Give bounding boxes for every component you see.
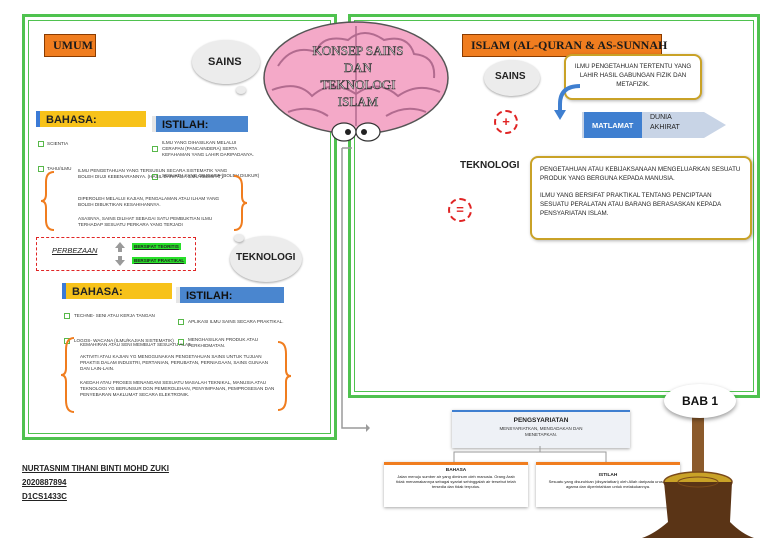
sains-desc-1: ILMU PENGETAHUAN YANG TERSUSUN SECARA SI… <box>78 168 228 179</box>
teknologi-istilah-item-2: MENGHASILKAN PRODUK ATAU PERKHIDMATAN. <box>188 337 259 348</box>
islam-sains-cloud <box>484 60 540 96</box>
plus-icon: + <box>494 110 518 134</box>
pensyariatan-links <box>453 446 607 462</box>
page-title: KONSEP SAINS DAN TEKNOLOGI ISLAM <box>312 43 404 110</box>
matlamat-text: DUNIA AKHIRAT <box>650 114 680 131</box>
brain-icon <box>263 21 449 142</box>
islam-panel-inner <box>354 20 754 392</box>
sains-cloud <box>192 40 260 84</box>
teknologi-bahasa-check-1 <box>64 313 70 319</box>
bab-label: BAB 1 <box>681 394 718 408</box>
teknologi-desc-1: KEMAHIRAN ATAU SENI MEMBUAT SESUATU ALAT… <box>80 342 192 347</box>
umum-header: UMUM <box>44 34 96 57</box>
sains-istilah-text-2: SESUATU YANG OBJEKTIF (BOLEH DIUKUR) <box>162 173 260 178</box>
pensyariatan-subtitle: MENSYARIATKAN, MENGADAKAN DAN MENETAPKAN… <box>499 426 583 437</box>
teknologi-cloud <box>230 236 302 282</box>
pensyariatan-bahasa-box: BAHASA Jalan menuju sumber air yang dimi… <box>384 462 528 507</box>
equals-text: = <box>456 202 464 217</box>
islam-teknologi-text-1: PENGETAHUAN ATAU KEBIJAKSANAAN MENGELUAR… <box>540 166 741 182</box>
curved-arrow-icon <box>554 84 581 120</box>
connector-lines <box>341 147 370 432</box>
teknologi-brace-left <box>60 337 75 413</box>
islam-header: ISLAM (AL-QURAN & AS-SUNNAH <box>462 34 667 57</box>
sains-desc-2: DIPEROLEH MELALUI KAJIAN, PENGALAMAN ATA… <box>78 196 220 207</box>
bab-sign: BAB 1 <box>664 384 736 418</box>
umum-panel-inner <box>28 20 331 434</box>
teknologi-istilah-label: ISTILAH: <box>176 287 284 303</box>
sains-istilah-label: ISTILAH: <box>152 116 248 132</box>
pensyariatan-bahasa-text: Jalan menuju sumber air yang diminum ole… <box>396 474 516 489</box>
teknologi-desc-3: KAEDAH ATAU PROSES MENANGANI SESUATU MAS… <box>80 380 275 397</box>
sains-bahasa-check <box>38 141 44 147</box>
sains-istilah-text: ILMU YANG DIHASILKAN MELALUI CERAPAN (PA… <box>162 140 254 157</box>
author-class: D1CS1433C <box>22 492 67 501</box>
teknologi-brace-right <box>277 341 292 411</box>
islam-sains-label: SAINS <box>495 71 526 82</box>
teknologi-desc-2: AKTIVITI ATAU KAJIAN YG MENGGUNAKAN PENG… <box>80 354 269 371</box>
umum-panel <box>22 14 337 440</box>
perbezaan-item-2: BERSIFAT PRAKTIKAL <box>132 257 187 264</box>
sains-cloud-puff <box>236 86 246 94</box>
pensyariatan-istilah-text: Sesuatu yang disuruhkan (disyariatkan) o… <box>548 479 668 489</box>
sains-bahasa-label: BAHASA: <box>36 111 146 127</box>
author-id: 2020887894 <box>22 478 67 487</box>
islam-sains-box: ILMU PENGETAHUAN TERTENTU YANG LAHIR HAS… <box>564 54 702 100</box>
plus-text: + <box>502 114 510 129</box>
perbezaan-box <box>36 237 196 271</box>
pensyariatan-istilah-box: ISTILAH Sesuatu yang disuruhkan (disyari… <box>536 462 680 507</box>
perbezaan-item-1: BERSIFAT TEORITIS <box>132 243 181 250</box>
teknologi-istilah-check-2 <box>178 339 184 345</box>
teknologi-bahasa-label: BAHASA: <box>62 283 172 299</box>
teknologi-bahasa-item-1: TECHNE- SENI ATAU KERJA TANGAN <box>74 313 155 318</box>
pensyariatan-title: PENGSYARIATAN <box>513 417 569 424</box>
teknologi-istilah-check-1 <box>178 319 184 325</box>
sains-istilah-check-2 <box>152 174 158 180</box>
teknologi-istilah-item-1: APLIKASI ILMU SAINS SECARA PRAKTIKAL. <box>188 319 284 324</box>
sains-istilah-check <box>152 146 158 152</box>
teknologi-cloud-label: TEKNOLOGI <box>236 252 296 263</box>
teknologi-bahasa-item-2: LOGOS- WACANA (ILMU/KAJIAN SISTEMATIK) <box>74 338 174 343</box>
islam-panel <box>348 14 760 398</box>
sains-bahasa-item-2: TAHU/ILMU <box>47 166 72 171</box>
pensyariatan-box: PENGSYARIATAN MENSYARIATKAN, MENGADAKAN … <box>452 410 630 448</box>
sains-cloud-label: SAINS <box>208 56 242 68</box>
sains-bahasa-item: SCIENTIA <box>47 141 69 146</box>
islam-teknologi-text-2: ILMU YANG BERSIFAT PRAKTIKAL TENTANG PEN… <box>540 192 721 217</box>
islam-teknologi-label: TEKNOLOGI <box>460 160 520 171</box>
sains-desc-3: ASASNYA, SAINS DILIHAT SEBAGAI SATU PEMB… <box>78 216 213 227</box>
pensyariatan-bahasa-label: BAHASA <box>445 468 467 473</box>
perbezaan-label: PERBEZAAN <box>52 246 98 255</box>
tree-stump-icon <box>642 414 754 538</box>
matlamat-label: MATLAMAT <box>592 121 634 130</box>
islam-sains-text: ILMU PENGETAHUAN TERTENTU YANG LAHIR HAS… <box>574 63 692 88</box>
teknologi-cloud-puff <box>234 234 244 242</box>
pensyariatan-istilah-label: ISTILAH <box>598 473 618 478</box>
sains-brace-left <box>40 171 55 231</box>
matlamat-arrow <box>582 112 726 138</box>
arrow-down-icon <box>115 256 125 266</box>
islam-teknologi-box: PENGETAHUAN ATAU KEBIJAKSANAAN MENGELUAR… <box>530 156 752 240</box>
equals-icon: = <box>448 198 472 222</box>
arrow-up-icon <box>115 242 125 252</box>
sains-bahasa-check-2 <box>38 166 44 172</box>
author-name: NURTASNIM TIHANI BINTI MOHD ZUKI <box>22 464 169 473</box>
sains-brace-right <box>233 175 248 231</box>
